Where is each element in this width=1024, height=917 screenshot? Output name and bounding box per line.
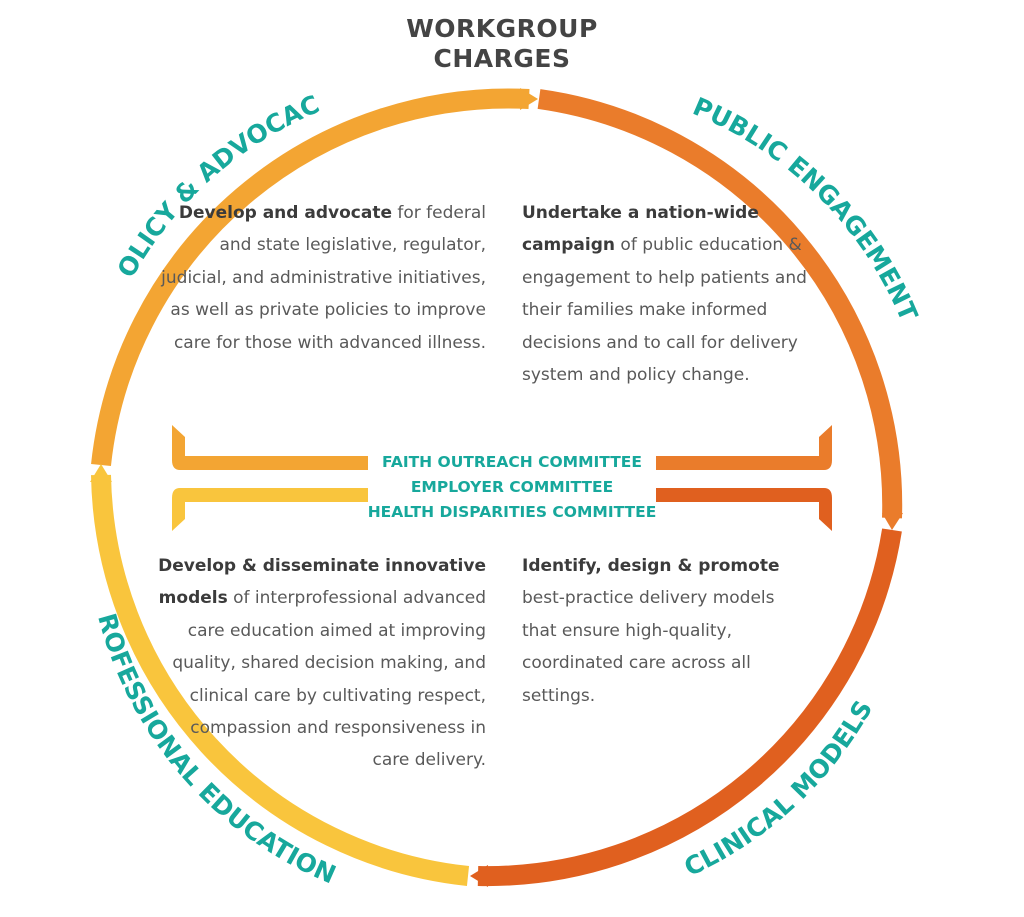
title-line-2: CHARGES (433, 44, 571, 73)
public-description: Undertake a nation-wide campaign of publ… (522, 197, 822, 391)
right-arrow-top-icon (656, 425, 832, 470)
policy-description-lead: Develop and advocate (178, 203, 392, 223)
ring-arrowhead-icon (90, 464, 112, 482)
ring-arrowhead-icon (470, 865, 488, 887)
education-description-body: of interprofessional advanced care educa… (172, 588, 486, 771)
ring-arrowhead-icon (882, 513, 903, 530)
page-title: WORKGROUP CHARGES (362, 14, 642, 74)
education-description: Develop & disseminate innovative models … (150, 550, 486, 777)
policy-description-body: for federal and state legislative, regul… (161, 203, 486, 353)
left-arrow-bottom-icon (172, 488, 368, 531)
clinical-description-lead: Identify, design & promote (522, 556, 780, 576)
public-description-body: of public education & engagement to help… (522, 235, 807, 386)
ring-segment-education (91, 474, 470, 886)
ring-arrowhead-icon (520, 88, 538, 110)
ring-segment-policy (91, 88, 530, 467)
public-description-lead: Undertake a nation-wide campaign (522, 203, 759, 256)
right-arrow-bottom-icon (656, 488, 832, 531)
ring-segment-clinical (477, 528, 902, 887)
ring-segment-public (537, 89, 903, 519)
left-arrow-top-icon (172, 425, 368, 470)
committee-list: FAITH OUTREACH COMMITTEE EMPLOYER COMMIT… (322, 450, 702, 525)
education-description-lead: Develop & disseminate innovative models (158, 556, 486, 609)
committee-item: HEALTH DISPARITIES COMMITTEE (367, 503, 657, 521)
title-line-1: WORKGROUP (406, 14, 598, 43)
clinical-description-body: best-practice delivery models that ensur… (522, 588, 775, 706)
committee-item: EMPLOYER COMMITTEE (410, 478, 614, 496)
policy-description: Develop and advocate for federal and sta… (150, 197, 486, 359)
clinical-description: Identify, design & promote best-practice… (522, 550, 797, 712)
committee-item: FAITH OUTREACH COMMITTEE (382, 453, 642, 471)
label-clinical-models: CLINICAL MODELS (680, 695, 879, 882)
